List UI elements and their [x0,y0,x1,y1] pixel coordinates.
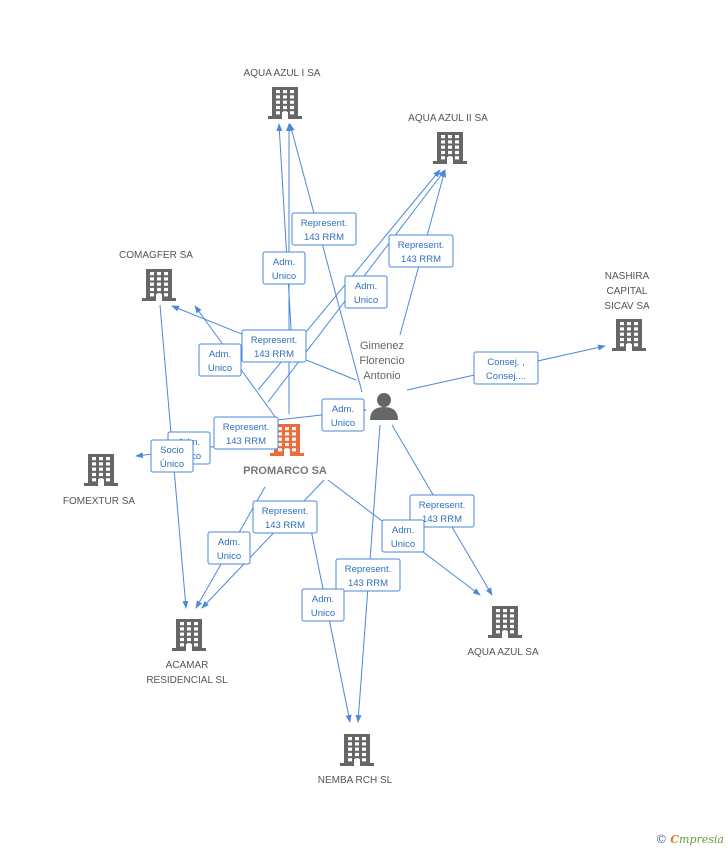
node-fomextur[interactable]: FOMEXTUR SA [63,454,136,507]
relation-label: Consej. , Consej.... [473,351,539,385]
relation-label-text: Unico [217,551,241,562]
node-label: SICAV SA [604,301,650,312]
relation-label: Represent. 143 RRM [241,329,307,363]
relation-arrow [288,123,363,393]
building-icon [612,319,646,351]
node-aqua2[interactable]: AQUA AZUL II SA [408,113,488,164]
relation-label: Represent. 143 RRM [213,416,279,450]
relation-label-text: Unico [391,539,415,550]
relation-label-text: Represent. [398,240,444,251]
relation-label: Adm. Unico [207,531,251,565]
relation-label-text: Unico [272,271,296,282]
node-nemba[interactable]: NEMBA RCH SL [318,734,393,786]
building-icon [84,454,118,486]
empresia-logo: ©Cmpresia [655,832,724,846]
relation-label-text: Represent. [301,218,347,229]
building-icon [488,606,522,638]
relation-label-text: 143 RRM [348,578,388,589]
relation-label-text: 143 RRM [254,349,294,360]
relation-label: Adm. Unico [198,343,242,377]
relation-label: Represent. 143 RRM [409,494,475,528]
relation-label: Adm. Unico [321,398,365,432]
relation-label-text: Represent. [223,422,269,433]
node-label: NASHIRA [605,271,650,282]
node-label: COMAGFER SA [119,250,193,261]
relation-label-text: Socio [160,445,184,456]
relation-label-text: Único [160,459,184,470]
node-label: NEMBA RCH SL [318,775,393,786]
node-label: ACAMAR [166,660,209,671]
node-label: Florencio [359,355,404,367]
relation-label-text: Adm. [332,404,354,415]
relation-label: Adm. Unico [344,275,388,309]
node-label: FOMEXTUR SA [63,496,136,507]
relation-label-text: Unico [208,363,232,374]
relation-label: Adm. Unico [381,519,425,553]
relation-label-text: Adm. [218,537,240,548]
relation-label-text: 143 RRM [422,514,462,525]
relation-label: Represent. 143 RRM [291,212,357,246]
node-aqua1[interactable]: AQUA AZUL I SA [244,68,321,119]
building-icon [172,619,206,651]
relation-label-text: Consej. , [487,357,525,368]
relation-label-text: Represent. [419,500,465,511]
node-label: AQUA AZUL I SA [244,68,321,79]
relation-label: Represent. 143 RRM [335,558,401,592]
node-acamar[interactable]: ACAMAR RESIDENCIAL SL [146,619,228,686]
relation-label-text: Adm. [209,349,231,360]
node-label: CAPITAL [607,286,648,297]
relation-label-text: 143 RRM [226,436,266,447]
building-icon [268,87,302,119]
relation-label-text: Adm. [273,257,295,268]
node-comagfer[interactable]: COMAGFER SA [119,250,193,301]
relation-label: Adm. Unico [301,588,345,622]
node-label: Gimenez [360,340,404,352]
relation-label-text: 143 RRM [304,232,344,243]
relation-label-text: Adm. [355,281,377,292]
node-label: AQUA AZUL II SA [408,113,488,124]
relation-label: Represent. 143 RRM [388,234,454,268]
building-icon [142,269,176,301]
relation-label-text: Unico [311,608,335,619]
node-label: RESIDENCIAL SL [146,675,228,686]
relation-label-text: Unico [331,418,355,429]
node-label: PROMARCO SA [243,465,327,477]
relation-label-text: Represent. [251,335,297,346]
node-aquaazul[interactable]: AQUA AZUL SA [467,606,539,658]
relation-label-text: Adm. [312,594,334,605]
relation-label: Adm. Unico [262,251,306,285]
relation-label-text: Represent. [262,506,308,517]
relation-label: Represent. 143 RRM [252,500,318,534]
relation-label-text: Unico [354,295,378,306]
relation-label-text: 143 RRM [401,254,441,265]
relation-label-text: Consej.... [486,371,526,382]
node-label: AQUA AZUL SA [467,647,539,658]
relation-label-text: 143 RRM [265,520,305,531]
person-icon [370,393,398,420]
relation-label-text: Adm. [392,525,414,536]
building-icon [433,132,467,164]
node-label: Antonio [363,370,400,382]
building-icon [340,734,374,766]
relation-label-text: Represent. [345,564,391,575]
relation-arrow [276,123,293,346]
node-nashira[interactable]: NASHIRA CAPITAL SICAV SA [604,271,650,351]
